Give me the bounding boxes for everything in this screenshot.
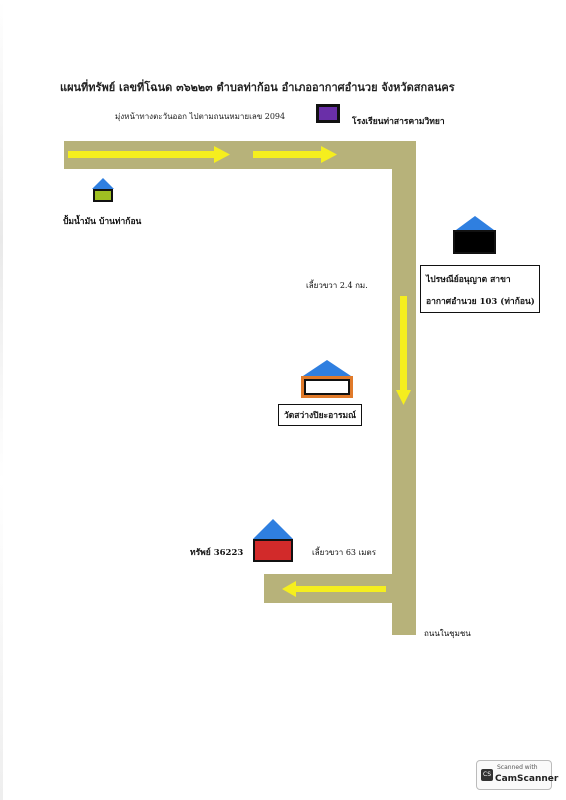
- post-office-label-1: ไปรษณีย์อนุญาต สาขา: [426, 275, 511, 285]
- turn-right-label-2: เลี้ยวขวา 63 เมตร: [312, 548, 377, 557]
- arrow-south: [396, 296, 411, 405]
- map-title: แผนที่ทรัพย์ เลขที่โฉนด ๓๖๒๒๓ ตำบลท่าก้อ…: [60, 81, 455, 94]
- gas-station-icon: [92, 178, 114, 202]
- camscanner-badge: CS Scanned with CamScanner: [476, 760, 558, 790]
- camscanner-icon: CS: [481, 769, 493, 781]
- post-office-icon: [453, 216, 496, 254]
- property-icon: [253, 519, 293, 562]
- school-icon: [316, 104, 340, 123]
- direction-note: มุ่งหน้าทางตะวันออก ไปตามถนนหมายเลข 2094: [115, 112, 286, 121]
- temple-icon: [301, 360, 353, 398]
- scan-edge: [0, 0, 3, 800]
- property-label: ทรัพย์ 36223: [190, 548, 244, 558]
- camscanner-text: CamScanner: [495, 774, 559, 784]
- school-label: โรงเรียนท่าสารคามวิทยา: [352, 117, 445, 127]
- road-name-label: ถนนในชุมชน: [424, 629, 471, 638]
- scanned-with-text: Scanned with: [497, 764, 538, 771]
- turn-right-label-1: เลี้ยวขวา 2.4 กม.: [306, 281, 368, 290]
- temple-label: วัดสว่างปิยะอารมณ์: [278, 404, 363, 426]
- gas-station-label: ปั้มน้ำมัน บ้านท่าก้อน: [63, 217, 142, 227]
- arrow-west: [282, 581, 386, 597]
- arrow-east-2: [253, 146, 337, 163]
- arrow-east-1: [68, 146, 230, 163]
- post-office-label-2: อากาศอำนวย 103 (ท่าก้อน): [426, 297, 535, 307]
- post-office-box: ไปรษณีย์อนุญาต สาขา อากาศอำนวย 103 (ท่าก…: [420, 265, 540, 313]
